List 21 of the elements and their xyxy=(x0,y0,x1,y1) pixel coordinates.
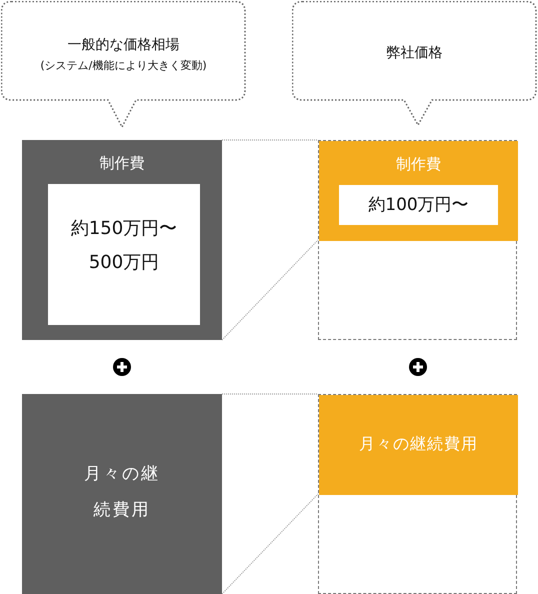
guide-line xyxy=(222,494,318,594)
box-heading: 制作費 xyxy=(98,153,146,174)
price-box xyxy=(319,141,518,241)
price-text: 約150万円〜500万円 xyxy=(70,217,178,275)
price-panel xyxy=(339,185,498,225)
bubble-note: (システム/機能により大きく変動) xyxy=(39,58,208,73)
box-heading: 月々の継続費用 xyxy=(83,463,161,522)
price-text: 約100万円〜 xyxy=(367,194,470,217)
price-panel xyxy=(48,184,200,325)
price-box xyxy=(22,140,222,340)
guide-line xyxy=(222,240,318,340)
box-heading: 制作費 xyxy=(395,154,442,175)
dashed-box xyxy=(318,140,517,340)
speech-bubble xyxy=(292,1,537,126)
price-box xyxy=(22,394,222,594)
price-box xyxy=(319,395,518,495)
box-heading: 月々の継続費用 xyxy=(358,433,479,455)
bubble-heading: 弊社価格 xyxy=(386,44,444,63)
dashed-box xyxy=(318,394,517,594)
speech-bubble xyxy=(1,1,246,128)
bubble-heading: 一般的な価格相場 xyxy=(66,36,180,55)
